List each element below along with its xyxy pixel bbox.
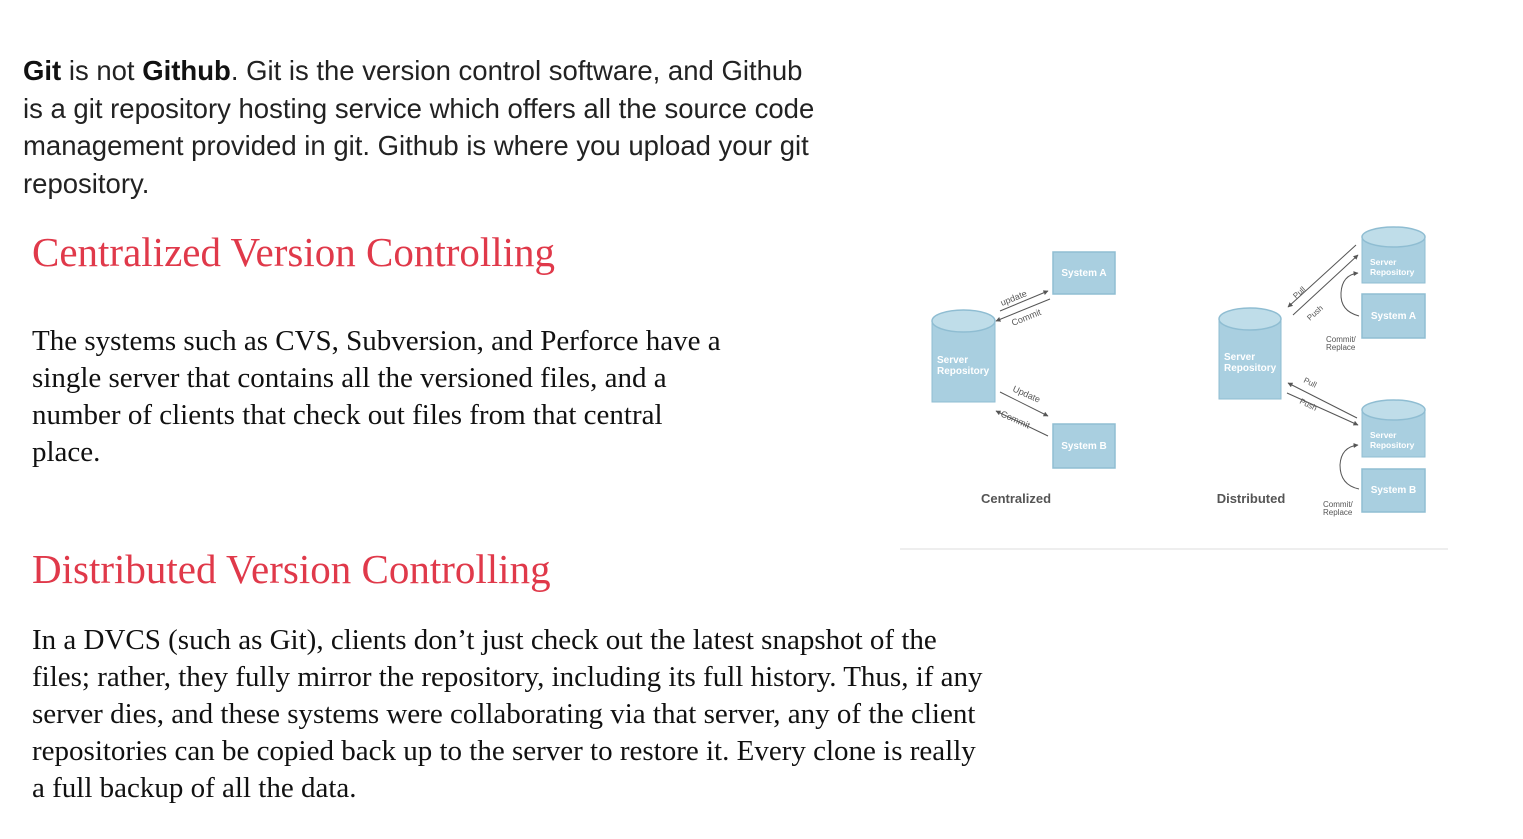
client-a-server-label-2: Repository bbox=[1370, 267, 1415, 277]
central-system-a-box: System A bbox=[1052, 251, 1116, 295]
central-server-cylinder: Server Repository bbox=[931, 309, 996, 403]
client-a-server-label-1: Server bbox=[1370, 257, 1397, 267]
distributed-diagram: Server Repository Pull Push Pull Push Se… bbox=[1217, 226, 1426, 517]
distributed-pull-arrow-bottom bbox=[1287, 382, 1358, 419]
distributed-server-label-2: Repository bbox=[1224, 363, 1277, 374]
central-system-b-label: System B bbox=[1061, 441, 1107, 452]
github-term: Github bbox=[142, 55, 231, 86]
client-a-commit-label-2: Replace bbox=[1326, 343, 1356, 352]
client-a-system-box: System A bbox=[1361, 293, 1426, 339]
central-update-arrow-bottom bbox=[999, 391, 1049, 417]
central-server-label-1: Server bbox=[937, 355, 968, 366]
client-b-server-label-2: Repository bbox=[1370, 440, 1415, 450]
distributed-description: In a DVCS (such as Git), clients don’t j… bbox=[32, 624, 983, 804]
distributed-push-label-bottom: Push bbox=[1298, 397, 1318, 413]
client-b-commit-label-1: Commit/ bbox=[1323, 500, 1354, 509]
centralized-heading: Centralized Version Controlling bbox=[32, 229, 556, 275]
distributed-push-label-top: Push bbox=[1305, 304, 1325, 323]
central-commit-arrow bbox=[995, 298, 1051, 322]
central-commit-label-top: Commit bbox=[1010, 307, 1043, 328]
central-server-label-2: Repository bbox=[937, 366, 990, 377]
distributed-pull-arrow-top bbox=[1287, 244, 1357, 308]
distributed-push-arrow-top bbox=[1292, 254, 1359, 316]
client-b-commit-arrow bbox=[1339, 443, 1360, 490]
central-commit-arrow-bottom bbox=[995, 410, 1049, 437]
distributed-server-cylinder: Server Repository bbox=[1218, 307, 1282, 400]
client-b-system-label: System B bbox=[1371, 485, 1417, 496]
intro-text-1: is not bbox=[61, 55, 143, 86]
distributed-pull-label-top: Pull bbox=[1291, 285, 1307, 301]
centralized-caption: Centralized bbox=[981, 491, 1051, 506]
client-a-commit-label-1: Commit/ bbox=[1326, 335, 1357, 344]
distributed-heading: Distributed Version Controlling bbox=[32, 546, 551, 592]
client-a-system-label: System A bbox=[1371, 311, 1416, 322]
central-update-arrow bbox=[999, 290, 1049, 312]
client-b-system-box: System B bbox=[1361, 468, 1426, 513]
client-a-server-cylinder: Server Repository bbox=[1361, 226, 1426, 284]
central-system-b-box: System B bbox=[1052, 423, 1116, 469]
version-control-diagram: Server Repository System A System B upda… bbox=[900, 226, 1448, 550]
client-a-commit-arrow bbox=[1340, 271, 1360, 317]
client-b-server-cylinder: Server Repository bbox=[1361, 399, 1426, 458]
intro-paragraph: Git is not Github. Git is the version co… bbox=[23, 52, 823, 202]
distributed-pull-label-bottom: Pull bbox=[1302, 376, 1318, 390]
centralized-description: The systems such as CVS, Subversion, and… bbox=[32, 325, 721, 468]
central-commit-label-bottom: Commit bbox=[999, 409, 1032, 431]
centralized-diagram: Server Repository System A System B upda… bbox=[931, 251, 1116, 506]
distributed-server-label-1: Server bbox=[1224, 352, 1255, 363]
git-term: Git bbox=[23, 55, 62, 86]
central-system-a-label: System A bbox=[1061, 268, 1106, 279]
intro-text-2: . Git is the version control software, a… bbox=[23, 55, 815, 199]
central-update-label-bottom: Update bbox=[1011, 384, 1042, 405]
client-b-server-label-1: Server bbox=[1370, 430, 1397, 440]
distributed-push-arrow-bottom bbox=[1286, 392, 1359, 426]
distributed-caption: Distributed bbox=[1217, 491, 1286, 506]
client-b-commit-label-2: Replace bbox=[1323, 508, 1353, 517]
